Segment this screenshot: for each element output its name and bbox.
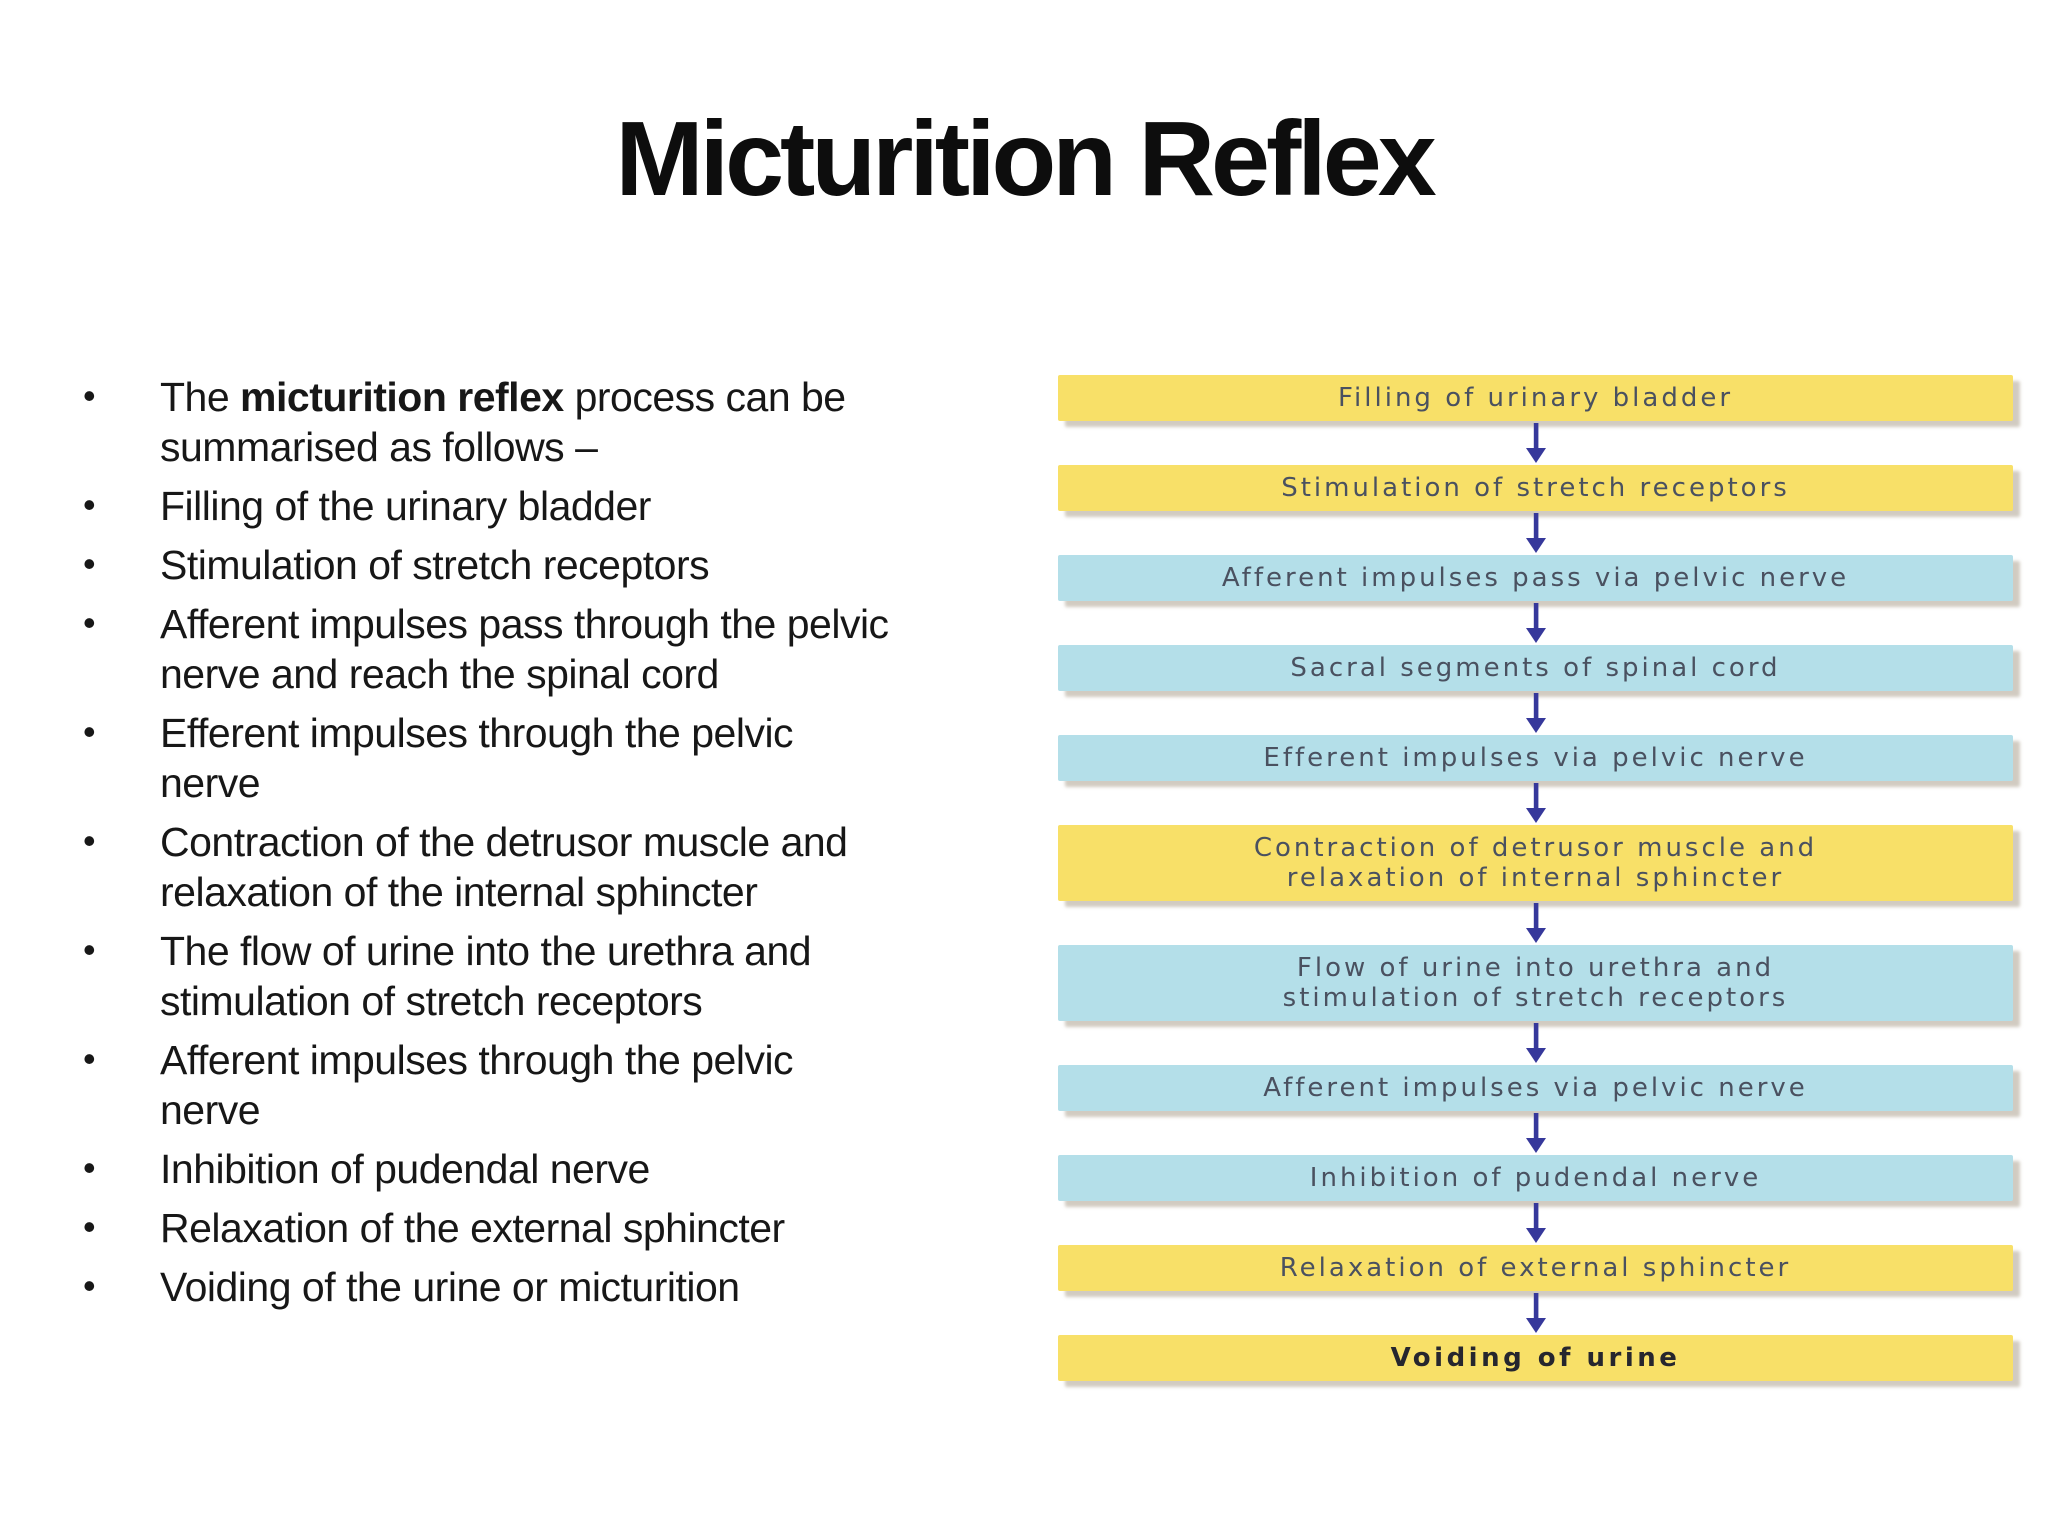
bullet-line: stimulation of stretch receptors <box>160 976 985 1026</box>
bullet-text-bold: micturition reflex <box>240 374 564 420</box>
bullet-line: The flow of urine into the urethra and <box>160 926 985 976</box>
bullet-text: nerve <box>160 1087 261 1133</box>
bullet-item: Afferent impulses pass through the pelvi… <box>75 598 985 699</box>
flow-step-label: Stimulation of stretch receptors <box>1281 473 1790 503</box>
flow-step: Stimulation of stretch receptors <box>1058 465 2013 511</box>
bullet-line: nerve <box>160 758 985 808</box>
bullet-text: relaxation of the internal sphincter <box>160 869 758 915</box>
bullet-text: summarised as follows – <box>160 424 598 470</box>
bullet-text: Afferent impulses pass through the pelvi… <box>160 601 889 647</box>
bullet-line: Contraction of the detrusor muscle and <box>160 817 985 867</box>
bullet-item: Contraction of the detrusor muscle andre… <box>75 816 985 917</box>
bullet-text: Afferent impulses through the pelvic <box>160 1037 794 1083</box>
flow-step-label: Flow of urine into urethra and stimulati… <box>1282 953 1789 1013</box>
bullet-text: nerve and reach the spinal cord <box>160 651 719 697</box>
flow-step: Efferent impulses via pelvic nerve <box>1058 735 2013 781</box>
flow-step-label: Filling of urinary bladder <box>1337 383 1734 413</box>
bullet-text: The flow of urine into the urethra and <box>160 928 812 974</box>
bullet-item: The micturition reflex process can besum… <box>75 371 985 472</box>
bullet-item: Relaxation of the external sphincter <box>75 1202 985 1253</box>
down-arrow-icon <box>1058 781 2013 825</box>
bullet-text: Contraction of the detrusor muscle and <box>160 819 848 865</box>
bullet-text: Inhibition of pudendal nerve <box>160 1146 650 1192</box>
bullet-text: Voiding of the urine or micturition <box>160 1264 740 1310</box>
bullet-line: Relaxation of the external sphincter <box>160 1203 985 1253</box>
bullet-text: nerve <box>160 760 261 806</box>
flow-step-label: Contraction of detrusor muscle and relax… <box>1253 833 1818 893</box>
down-arrow-icon <box>1058 421 2013 465</box>
flow-step: Sacral segments of spinal cord <box>1058 645 2013 691</box>
flow-step: Afferent impulses pass via pelvic nerve <box>1058 555 2013 601</box>
bullet-item: Efferent impulses through the pelvicnerv… <box>75 707 985 808</box>
flow-step-label: Voiding of urine <box>1390 1343 1681 1373</box>
flow-step: Flow of urine into urethra and stimulati… <box>1058 945 2013 1021</box>
down-arrow-icon <box>1058 1291 2013 1335</box>
bullet-text: stimulation of stretch receptors <box>160 978 703 1024</box>
bullet-line: summarised as follows – <box>160 422 985 472</box>
bullet-line: The micturition reflex process can be <box>160 372 985 422</box>
flow-step-label: Inhibition of pudendal nerve <box>1309 1163 1762 1193</box>
bullet-line: Stimulation of stretch receptors <box>160 540 985 590</box>
flow-step-label: Sacral segments of spinal cord <box>1290 653 1781 683</box>
flow-step-label: Relaxation of external sphincter <box>1279 1253 1792 1283</box>
bullet-text: Relaxation of the external sphincter <box>160 1205 785 1251</box>
bullet-text: The <box>160 374 241 420</box>
down-arrow-icon <box>1058 511 2013 555</box>
bullet-line: Afferent impulses pass through the pelvi… <box>160 599 985 649</box>
down-arrow-icon <box>1058 1111 2013 1155</box>
bullet-line: nerve <box>160 1085 985 1135</box>
bullet-item: Stimulation of stretch receptors <box>75 539 985 590</box>
flow-step-label: Efferent impulses via pelvic nerve <box>1263 743 1808 773</box>
flow-step-label: Afferent impulses pass via pelvic nerve <box>1221 563 1850 593</box>
bullet-text: Filling of the urinary bladder <box>160 483 651 529</box>
flow-step-label: Afferent impulses via pelvic nerve <box>1263 1073 1808 1103</box>
bullet-list: The micturition reflex process can besum… <box>75 371 985 1321</box>
bullet-text: Efferent impulses through the pelvic <box>160 710 794 756</box>
bullet-item: Filling of the urinary bladder <box>75 480 985 531</box>
down-arrow-icon <box>1058 1021 2013 1065</box>
page-title: Micturition Reflex <box>615 100 1436 218</box>
bullet-text: Stimulation of stretch receptors <box>160 542 710 588</box>
bullet-text: process can be <box>563 374 847 420</box>
down-arrow-icon <box>1058 691 2013 735</box>
down-arrow-icon <box>1058 1201 2013 1245</box>
bullet-line: relaxation of the internal sphincter <box>160 867 985 917</box>
bullet-line: Inhibition of pudendal nerve <box>160 1144 985 1194</box>
bullet-line: Afferent impulses through the pelvic <box>160 1035 985 1085</box>
flow-step: Relaxation of external sphincter <box>1058 1245 2013 1291</box>
flow-step: Contraction of detrusor muscle and relax… <box>1058 825 2013 901</box>
bullet-line: Voiding of the urine or micturition <box>160 1262 985 1312</box>
bullet-item: Voiding of the urine or micturition <box>75 1261 985 1312</box>
down-arrow-icon <box>1058 601 2013 645</box>
down-arrow-icon <box>1058 901 2013 945</box>
bullet-line: Filling of the urinary bladder <box>160 481 985 531</box>
flow-step: Voiding of urine <box>1058 1335 2013 1381</box>
bullet-line: nerve and reach the spinal cord <box>160 649 985 699</box>
bullet-item: Inhibition of pudendal nerve <box>75 1143 985 1194</box>
bullet-item: The flow of urine into the urethra andst… <box>75 925 985 1026</box>
bullet-line: Efferent impulses through the pelvic <box>160 708 985 758</box>
flow-step: Afferent impulses via pelvic nerve <box>1058 1065 2013 1111</box>
flow-step: Filling of urinary bladder <box>1058 375 2013 421</box>
bullet-item: Afferent impulses through the pelvicnerv… <box>75 1034 985 1135</box>
flow-step: Inhibition of pudendal nerve <box>1058 1155 2013 1201</box>
